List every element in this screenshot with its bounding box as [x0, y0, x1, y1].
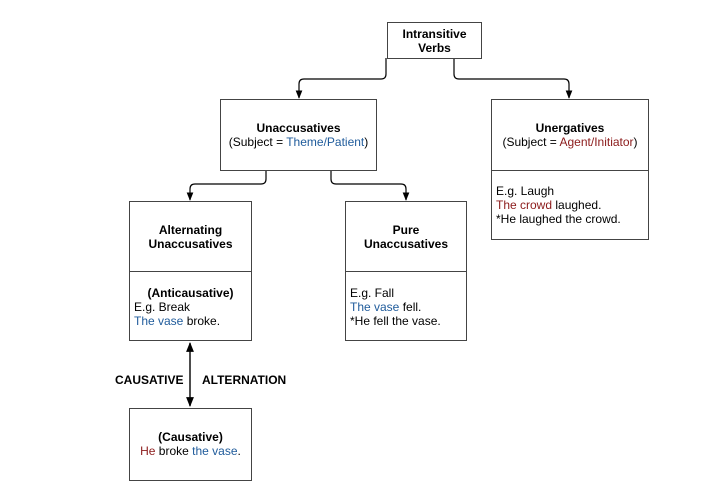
bad-example: *He fell the vase. [350, 314, 441, 328]
alternation-label: ALTERNATION [202, 373, 287, 387]
node-divider [492, 170, 648, 171]
node-title: Intransitive Verbs [388, 23, 481, 55]
example-subject: The crowd [496, 198, 553, 212]
edge-root-to-unaccusatives [295, 58, 387, 99]
title-line: Alternating [158, 223, 223, 237]
causative-object: the vase [192, 444, 238, 458]
subject-suffix: ) [633, 135, 638, 149]
subject-role-line: (Subject = Agent/Initiator) [492, 135, 648, 149]
example-sentence: The crowd laughed. [496, 198, 644, 212]
subject-suffix: ) [364, 135, 369, 149]
node-intransitive-verbs: Intransitive Verbs [387, 22, 482, 59]
example-label: E.g. Fall [350, 286, 395, 300]
edge-unaccusatives-to-alternating [186, 170, 267, 201]
node-title: Pure Unaccusatives [346, 223, 466, 251]
causative-agent: He [140, 444, 156, 458]
edge-unaccusatives-to-pure [330, 170, 410, 201]
node-examples: (Anticausative) E.g. Break The vase brok… [134, 286, 247, 328]
title-line: Unaccusatives [148, 237, 233, 251]
node-divider [130, 271, 251, 272]
node-unergatives: Unergatives (Subject = Agent/Initiator) … [491, 99, 649, 240]
node-pure-unaccusatives: Pure Unaccusatives E.g. Fall The vase fe… [345, 201, 467, 341]
subject-role-line: (Subject = Theme/Patient) [221, 135, 376, 149]
sub-title: (Anticausative) [147, 286, 234, 300]
title-line: Verbs [418, 41, 451, 55]
example-rest: broke. [183, 314, 221, 328]
example-label: E.g. Laugh [496, 184, 555, 198]
node-causative: (Causative) He broke the vase. [129, 408, 252, 481]
node-title: Unergatives [535, 121, 605, 135]
node-title: Unaccusatives [256, 121, 341, 135]
causative-verb: broke [155, 444, 193, 458]
example-rest: laughed. [552, 198, 602, 212]
subject-prefix: (Subject = [502, 135, 560, 149]
node-title: (Causative) [158, 430, 223, 444]
causative-period: . [237, 444, 241, 458]
causative-label: CAUSATIVE [115, 373, 184, 387]
subject-role: Theme/Patient [286, 135, 365, 149]
node-divider [346, 271, 466, 272]
example-subject: The vase [350, 300, 400, 314]
title-line: Intransitive [402, 27, 467, 41]
example-sentence: The vase broke. [134, 314, 247, 328]
causative-sentence: He broke the vase. [130, 444, 251, 458]
example-rest: fell. [399, 300, 422, 314]
title-line: Unaccusatives [363, 237, 449, 251]
example-sentence: The vase fell. [350, 300, 462, 314]
example-subject: The vase [134, 314, 184, 328]
bad-example: *He laughed the crowd. [496, 212, 621, 226]
node-alternating-unaccusatives: Alternating Unaccusatives (Anticausative… [129, 201, 252, 341]
node-unaccusatives: Unaccusatives (Subject = Theme/Patient) [220, 99, 377, 171]
example-label: E.g. Break [134, 300, 191, 314]
subject-prefix: (Subject = [228, 135, 287, 149]
node-examples: E.g. Fall The vase fell. *He fell the va… [350, 286, 462, 328]
title-line: Pure [392, 223, 420, 237]
edge-root-to-unergatives [453, 58, 573, 99]
node-examples: E.g. Laugh The crowd laughed. *He laughe… [496, 184, 644, 226]
subject-role: Agent/Initiator [559, 135, 634, 149]
node-title: Alternating Unaccusatives [130, 223, 251, 251]
